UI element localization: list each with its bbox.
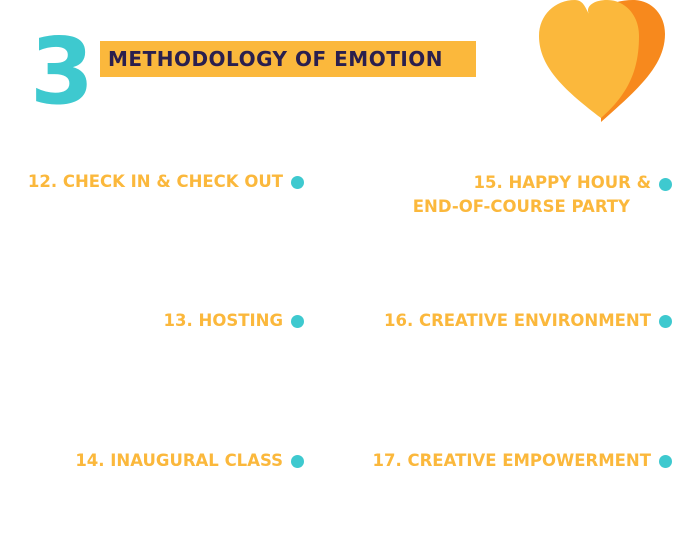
section-number: 3 [30, 18, 94, 125]
item-label: 16. CREATIVE ENVIRONMENT [383, 311, 651, 330]
dot-icon [659, 314, 672, 328]
list-item-creative-environment: 16. CREATIVE ENVIRONMENT [384, 309, 672, 333]
list-item-inaugural-class: 14. INAUGURAL CLASS [75, 449, 304, 473]
section-title: METHODOLOGY OF EMOTION [108, 47, 444, 71]
dot-icon [291, 314, 304, 328]
dot-icon [659, 454, 672, 468]
list-item-creative-empowerment: 17. CREATIVE EMPOWERMENT [373, 449, 672, 473]
item-label-line2: END-OF-COURSE PARTY [412, 197, 630, 216]
dot-icon [659, 178, 672, 191]
item-label-line1: 15. HAPPY HOUR & [473, 173, 651, 192]
heart-icon [539, 0, 665, 122]
item-label: 14. INAUGURAL CLASS [75, 451, 283, 470]
item-label: 17. CREATIVE EMPOWERMENT [372, 451, 651, 470]
section-title-bar: METHODOLOGY OF EMOTION [100, 41, 476, 77]
dot-icon [291, 454, 304, 468]
list-item-check-in-out: 12. CHECK IN & CHECK OUT [28, 170, 304, 194]
list-item-hosting: 13. HOSTING [164, 309, 304, 333]
list-item-happy-hour: 15. HAPPY HOUR & END-OF-COURSE PARTY [413, 171, 672, 219]
item-label: 13. HOSTING [163, 311, 283, 330]
dot-icon [291, 175, 304, 189]
item-label: 12. CHECK IN & CHECK OUT [27, 172, 283, 191]
